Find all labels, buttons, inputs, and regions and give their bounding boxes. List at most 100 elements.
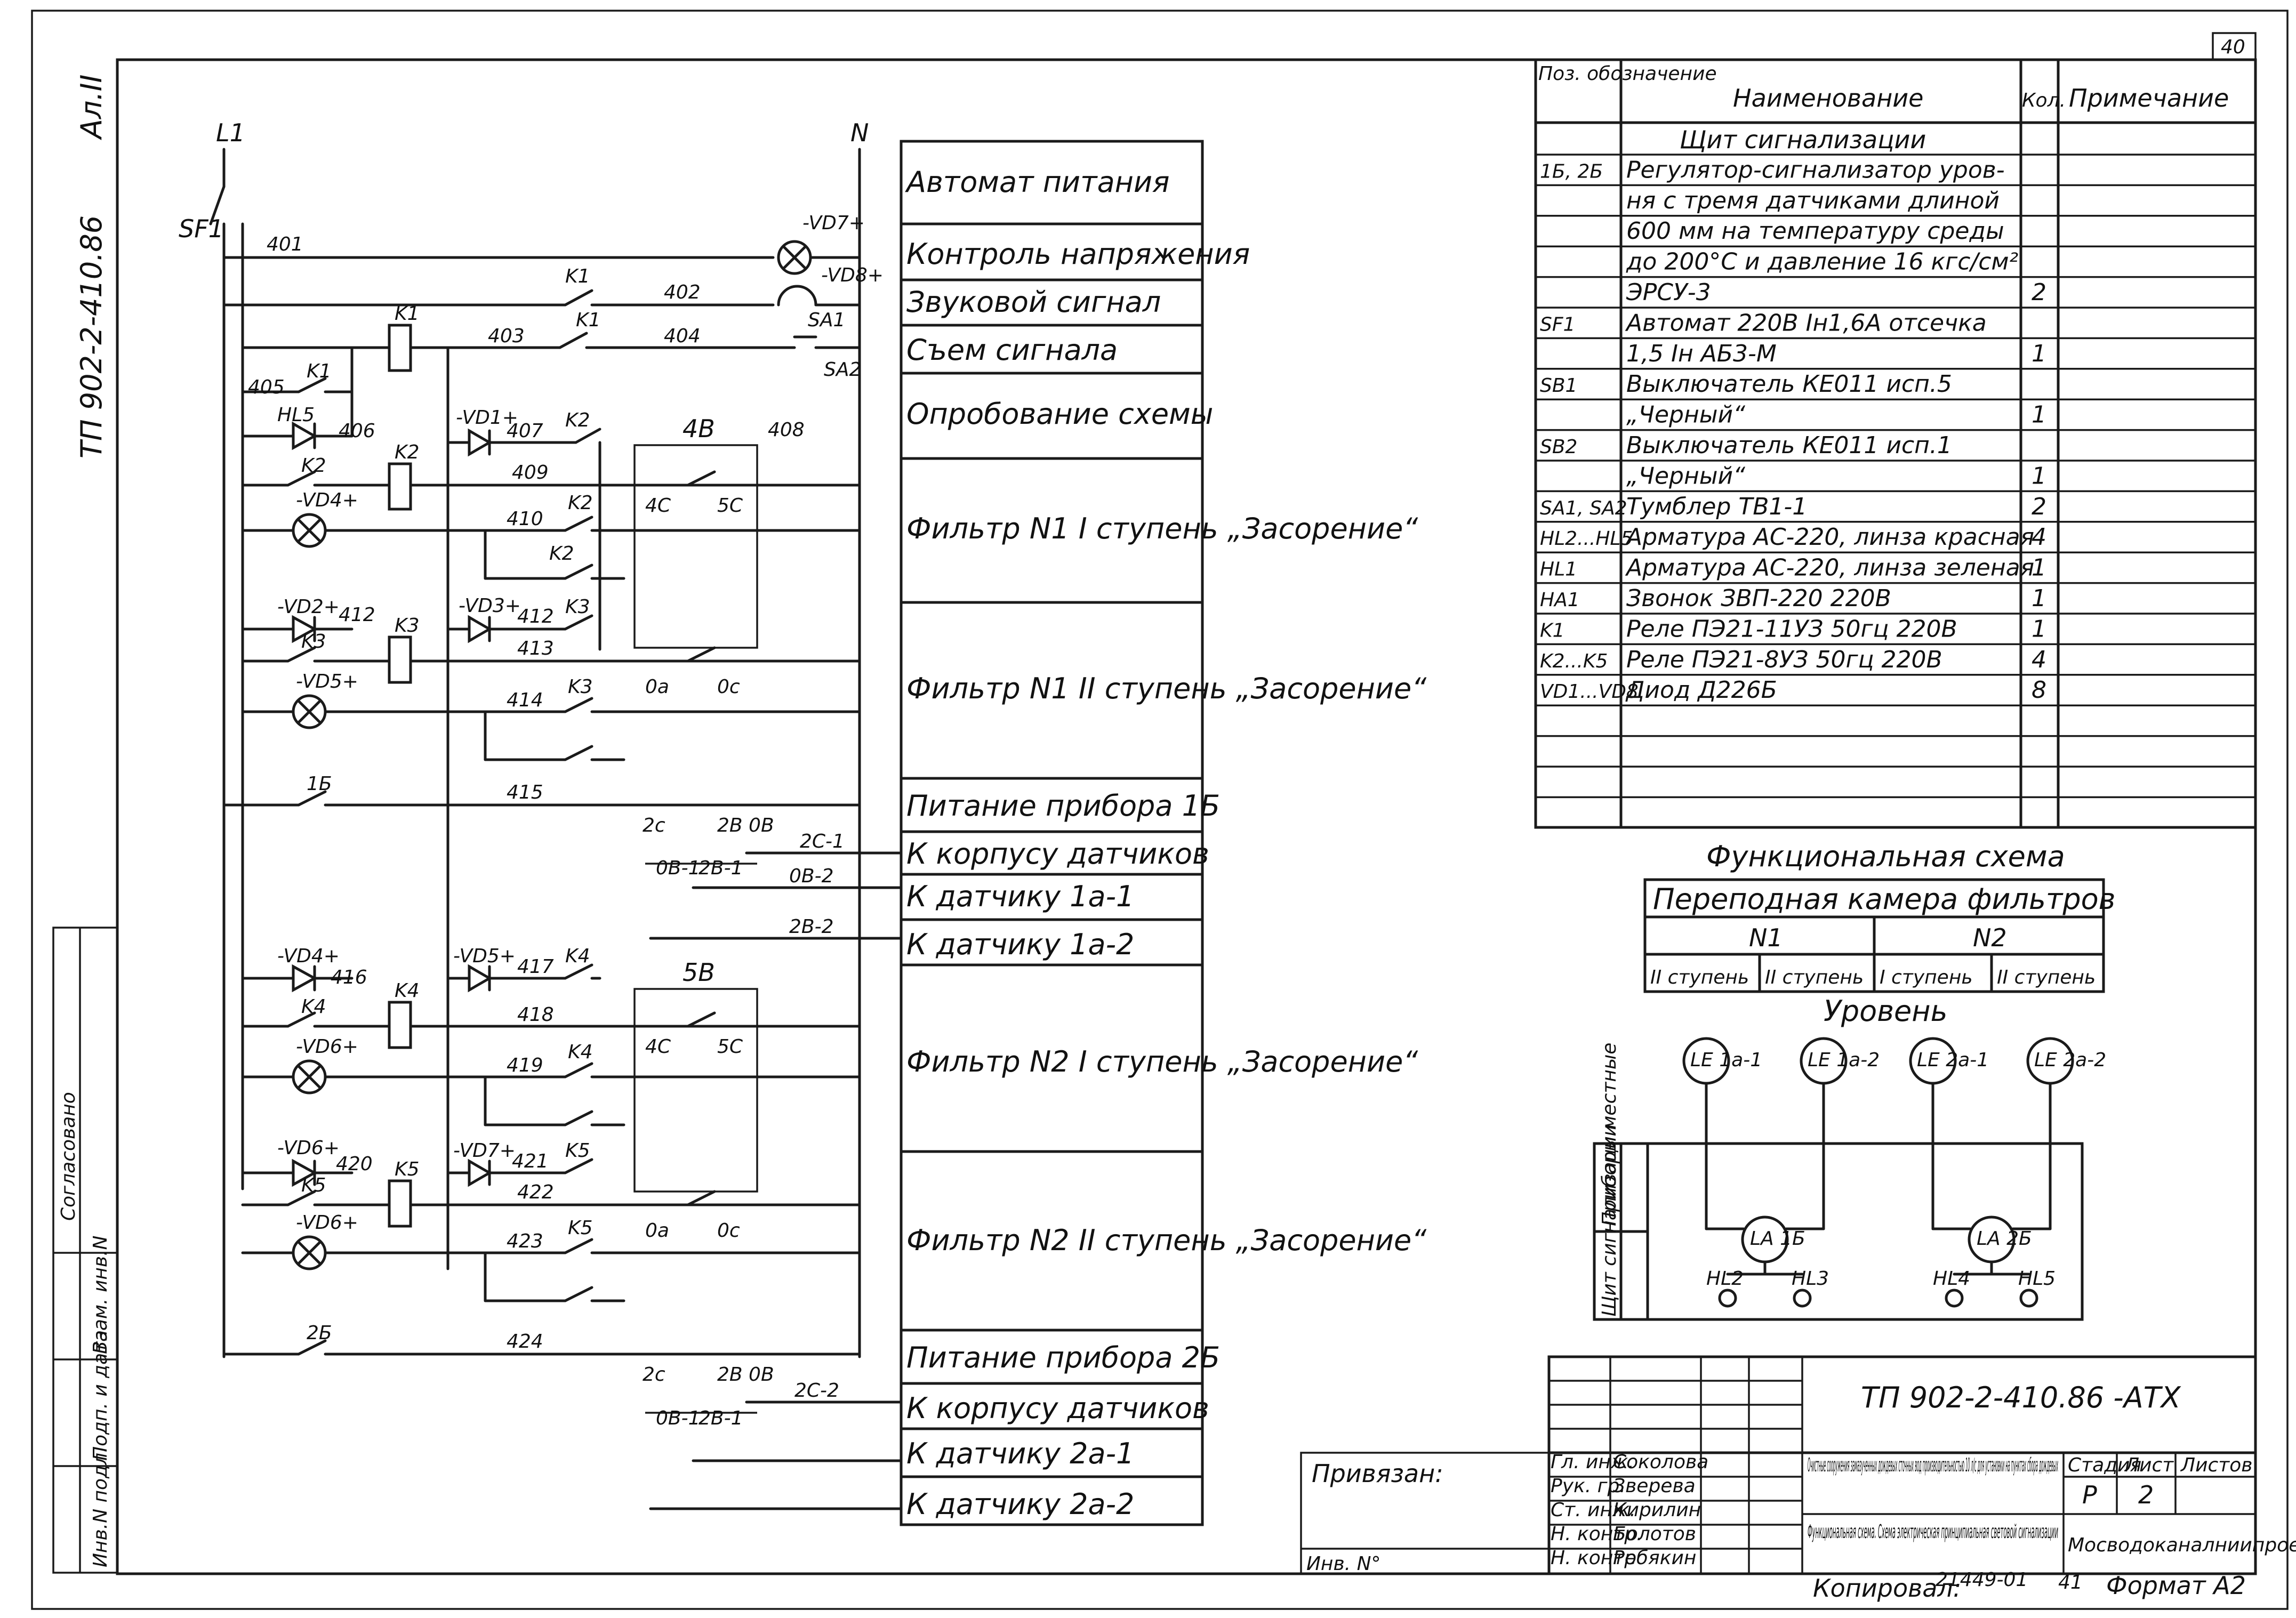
spec-cell-r12-c0: HL2...HL5: [1540, 528, 1633, 550]
svg-text:-VD4+: -VD4+: [296, 489, 358, 511]
fn-14: К корпусу датчиков: [906, 1391, 1209, 1425]
func-row-panel: Щит сигнализации: [1599, 1124, 1620, 1317]
spec-cell-r3-c1: до 200°C и давление 16 кгс/см²: [1626, 248, 2018, 276]
fn-13: Питание прибора 2Б: [906, 1341, 1220, 1374]
sf1-label: SF1: [179, 214, 224, 243]
staff-name-4: Ребякин: [1613, 1547, 1696, 1569]
svg-text:K5: K5: [301, 1174, 326, 1196]
spec-cell-r7-c1: Выключатель КЕ011 исп.5: [1626, 371, 1952, 398]
svg-text:2В 0В: 2В 0В: [717, 1364, 774, 1386]
svg-text:2с: 2с: [643, 1364, 665, 1386]
svg-text:-VD6+: -VD6+: [277, 1137, 340, 1159]
func-level: Уровень: [1824, 994, 1947, 1028]
side-col-2: Подп. и дата: [90, 1330, 111, 1461]
svg-text:K5: K5: [565, 1140, 590, 1162]
svg-text:422: 422: [517, 1181, 554, 1203]
sa2-switch: [297, 1339, 327, 1356]
svg-text:LE 1а-2: LE 1а-2: [1808, 1049, 1880, 1071]
project-text: Очистные сооружения замазученных дождевы…: [1808, 1454, 2058, 1476]
spec-cell-r16-c0: K2...K5: [1540, 650, 1608, 672]
rail-n-label: N: [850, 118, 869, 147]
hdr-qty: Кол.: [2022, 90, 2066, 111]
svg-text:2В-1: 2В-1: [699, 1407, 743, 1429]
svg-text:-VD2+: -VD2+: [277, 596, 340, 618]
spec-cell-r4-c1: ЭРСУ-3: [1626, 279, 1711, 306]
title-block: ТП 902-2-410.86 -АТХ Привязан: Инв. N° Г…: [1300, 1355, 2296, 1575]
spec-cell-r13-c1: Арматура АС-220, линза зеленая: [1625, 554, 2034, 582]
k2-coil: [388, 462, 412, 511]
spec-cell-r1-c1: ня с тремя датчиками длиной: [1626, 187, 2000, 214]
sheets-hdr: Листов: [2180, 1454, 2252, 1476]
sheet-num: 41: [2058, 1572, 2083, 1593]
staff-name-1: Зверева: [1613, 1475, 1696, 1497]
func-n1: N1: [1749, 923, 1783, 952]
fn-1: Контроль напряжения: [906, 237, 1250, 271]
svg-text:K5: K5: [568, 1217, 593, 1239]
svg-text:5С: 5С: [717, 495, 743, 517]
svg-text:-VD6+: -VD6+: [296, 1212, 358, 1234]
fn-9: К датчику 1а-1: [906, 880, 1134, 913]
svg-text:K4: K4: [568, 1041, 593, 1063]
spec-cell-r8-c2: 1: [2032, 401, 2046, 429]
side-agreed: Согласовано: [58, 1092, 79, 1221]
svg-text:2Б: 2Б: [307, 1322, 332, 1344]
svg-text:HL3: HL3: [1792, 1268, 1829, 1290]
fn-4: Опробование схемы: [906, 397, 1213, 431]
vertical-code: ТП 902-2-410.86: [75, 215, 108, 458]
svg-text:403: 403: [488, 325, 525, 347]
func-stage-2: II ступень: [1765, 967, 1864, 988]
vd3-diode: [292, 615, 318, 643]
hdr-name: Наименование: [1733, 84, 1923, 112]
spec-cell-r4-c2: 2: [2032, 279, 2046, 306]
sheet-val: 2: [2138, 1480, 2154, 1509]
fn-0: Автомат питания: [905, 165, 1170, 199]
vd1-diode: [292, 421, 318, 450]
func-hl-lamps: [1718, 1289, 2038, 1308]
svg-text:2с: 2с: [643, 815, 665, 836]
fn-5: Фильтр N1 I ступень „Засорение“: [906, 512, 1418, 545]
vd5-diode: [292, 964, 318, 993]
svg-text:K2: K2: [565, 409, 590, 431]
function-column: Автомат питания Контроль напряжения Звук…: [900, 140, 1427, 1526]
spec-cell-r16-c2: 4: [2032, 646, 2046, 673]
spec-cell-r17-c1: Диод Д226Б: [1625, 677, 1777, 704]
svg-text:K3: K3: [301, 631, 326, 653]
staff-role-3: Н. контр.: [1551, 1523, 1643, 1545]
staff-name-2: Кирилин: [1613, 1499, 1701, 1521]
k3-coil: [388, 635, 412, 684]
functional-schema: Функциональная схема Переподная камера ф…: [1593, 840, 2115, 1321]
svg-text:423: 423: [507, 1230, 543, 1252]
spec-cell-r8-c1: „Черный“: [1626, 401, 1745, 429]
inv-label: Инв. N°: [1306, 1553, 1381, 1575]
func-n2: N2: [1973, 923, 2007, 952]
svg-text:0с: 0с: [717, 1220, 740, 1242]
spec-cell-r12-c1: Арматура АС-220, линза красная: [1625, 524, 2034, 551]
svg-text:K2: K2: [568, 492, 593, 514]
k1-coil: [388, 324, 412, 372]
svg-text:HL5: HL5: [277, 404, 315, 426]
func-stage-1: II ступень: [1650, 967, 1749, 988]
spec-table: Поз. обозначение Наименование Кол. Приме…: [1534, 58, 2257, 829]
svg-text:K1: K1: [307, 360, 332, 382]
fn-7: Питание прибора 1Б: [906, 789, 1220, 823]
k5-coil: [388, 1179, 412, 1228]
svg-text:HL4: HL4: [1933, 1268, 1970, 1290]
side-label: Ал.II: [75, 75, 108, 140]
svg-text:0с: 0с: [717, 676, 740, 698]
spec-cell-r0-c1: Регулятор-сигнализатор уров-: [1626, 156, 2005, 183]
spec-cell-r14-c0: HA1: [1540, 589, 1580, 611]
stage-val: Р: [2082, 1480, 2097, 1509]
fn-6: Фильтр N1 II ступень „Засорение“: [906, 672, 1427, 705]
org-name: Мосводоканалниипроект: [2068, 1534, 2296, 1556]
svg-text:5В: 5В: [683, 958, 715, 987]
staff-name-0: Соколова: [1613, 1451, 1708, 1473]
svg-text:-VD1+: -VD1+: [456, 407, 518, 429]
svg-text:SA1: SA1: [808, 309, 845, 331]
svg-text:2С-1: 2С-1: [800, 831, 845, 852]
svg-text:K4: K4: [301, 996, 326, 1018]
svg-text:HL5: HL5: [2018, 1268, 2056, 1290]
svg-text:0а: 0а: [645, 1220, 669, 1242]
vd6-diode: [468, 964, 492, 993]
svg-text:LE 2а-1: LE 2а-1: [1917, 1049, 1989, 1071]
svg-text:420: 420: [336, 1153, 373, 1175]
